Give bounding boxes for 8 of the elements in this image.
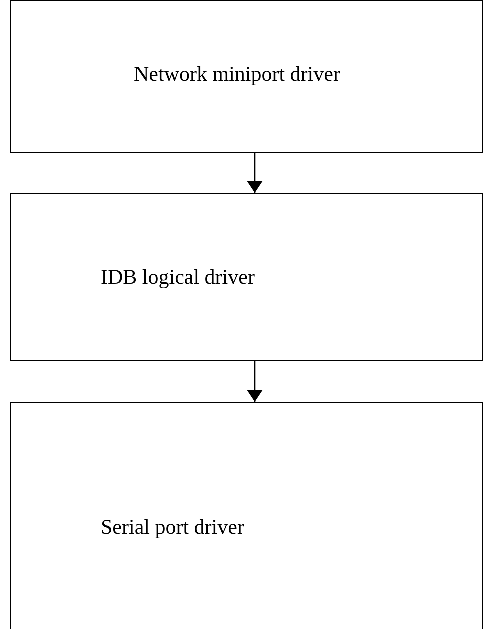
process-box [10,193,483,361]
process-box [10,402,483,629]
process-box [10,0,483,153]
box-label: Serial port driver [101,514,244,540]
box-label: IDB logical driver [101,264,255,290]
arrow [247,361,263,402]
arrow [247,153,263,193]
box-label: Network miniport driver [134,62,340,87]
